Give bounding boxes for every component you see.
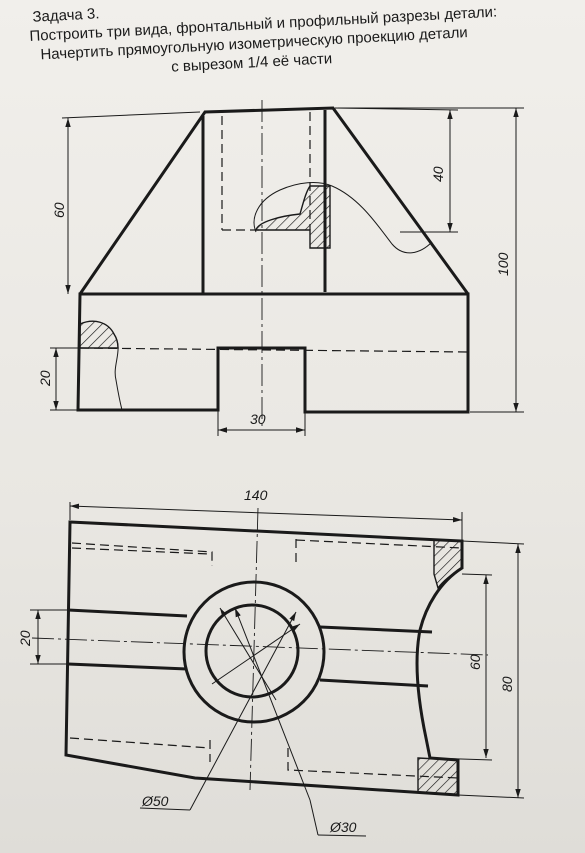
inner-circle (204, 603, 300, 699)
bottom-section-hatch (417, 757, 459, 796)
front-outline (76, 292, 470, 414)
dim-inner-diameter: Ø30 (329, 819, 357, 835)
rib-line (319, 678, 429, 688)
dim-top-80: 80 (499, 676, 515, 692)
dim-front-60: 60 (51, 202, 67, 218)
leader-d30 (234, 607, 311, 801)
rib-line (319, 625, 433, 634)
dim-top-140: 140 (244, 487, 268, 503)
base-break-line (113, 333, 123, 411)
dim-front-100: 100 (495, 252, 511, 276)
dim-top-20: 20 (17, 630, 33, 647)
top-outline (64, 520, 464, 797)
dim-front-20: 20 (37, 370, 53, 387)
base-section-hatch (79, 320, 119, 349)
hidden-line (71, 542, 213, 566)
break-line (253, 182, 433, 254)
top-section-hatch (433, 539, 463, 590)
hidden-line (71, 547, 211, 555)
local-section-hatch (255, 185, 331, 249)
hidden-line (79, 347, 469, 353)
dim-outer-diameter: Ø50 (141, 793, 169, 809)
dim-front-30: 30 (250, 411, 266, 427)
dim-front-40: 40 (430, 166, 446, 182)
rib-line (67, 662, 188, 671)
top-horizontal-axis (31, 637, 489, 656)
front-roof-outline (78, 106, 470, 295)
outer-circle (182, 580, 326, 724)
front-view: 60 40 100 20 30 (37, 100, 524, 436)
dim-top-60: 60 (467, 654, 483, 670)
dim-line-140 (69, 503, 463, 523)
top-vertical-axis (249, 507, 259, 791)
hidden-line (69, 737, 211, 749)
leader-d50 (189, 611, 297, 811)
hidden-line (287, 748, 459, 779)
rib-line (67, 608, 188, 618)
top-view: Ø50 Ø30 140 20 60 80 (17, 487, 525, 837)
